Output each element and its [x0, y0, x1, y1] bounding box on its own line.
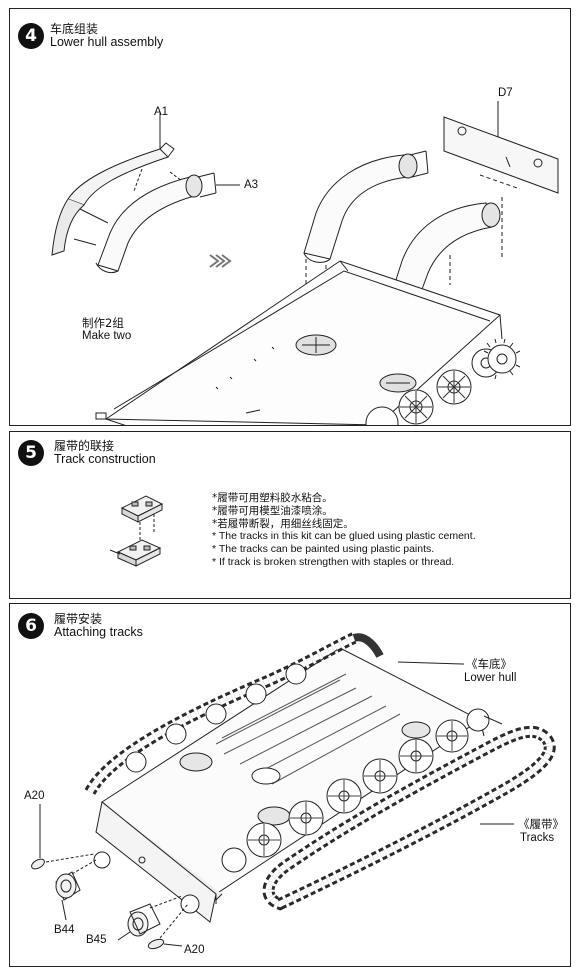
step-title-en: Attaching tracks [54, 625, 143, 639]
step-title-en: Lower hull assembly [50, 35, 164, 49]
step-number-badge: 5 [18, 440, 44, 466]
note-line: *若履带断裂，用细丝线固定。 [212, 517, 354, 530]
tracks-label-zh: 《履带》 [518, 817, 564, 831]
note-line: *履带可用模型油漆喷涂。 [212, 504, 333, 517]
make-two-note-zh: 制作2组 [82, 316, 124, 330]
lower-hull-drawing [10, 9, 571, 425]
step-number-badge: 4 [18, 23, 44, 49]
part-label-b44: B44 [54, 924, 75, 936]
note-line: * The tracks can be painted using plasti… [212, 543, 435, 556]
part-label-b45: B45 [86, 934, 107, 946]
note-line: * The tracks in this kit can be glued us… [212, 530, 476, 543]
part-label-a3: A3 [244, 179, 259, 191]
track-attachment-drawing [10, 604, 571, 967]
lower-hull-label-zh: 《车底》 [466, 657, 512, 671]
step-6-panel: 6 履带安装 Attaching tracks [9, 603, 571, 967]
step-number-badge: 6 [18, 613, 44, 639]
note-line: *履带可用塑料胶水粘合。 [212, 492, 333, 504]
lower-hull-label-en: Lower hull [464, 672, 517, 684]
step-title-zh: 履带的联接 [54, 439, 115, 453]
tracks-label-en: Tracks [520, 832, 555, 844]
note-line: * If track is broken strengthen with sta… [212, 555, 455, 568]
instruction-page: 4 车底组装 Lower hull assembly [3, 3, 575, 969]
part-label-a20: A20 [24, 790, 45, 802]
part-label-a20-bottom: A20 [184, 944, 205, 956]
make-two-note-en: Make two [82, 330, 132, 342]
step-title-zh: 履带安装 [54, 612, 103, 626]
step-title-en: Track construction [54, 452, 156, 466]
part-label-d7: D7 [498, 87, 513, 99]
track-link-drawing [10, 432, 571, 599]
step-4-panel: 4 车底组装 Lower hull assembly [9, 8, 571, 426]
step-title-zh: 车底组装 [50, 22, 99, 36]
part-label-a1: A1 [154, 106, 169, 118]
step-5-panel: 5 履带的联接 Track construction [9, 431, 571, 599]
track-notes: *履带可用塑料胶水粘合。 *履带可用模型油漆喷涂。 *若履带断裂，用细丝线固定。… [212, 492, 476, 569]
